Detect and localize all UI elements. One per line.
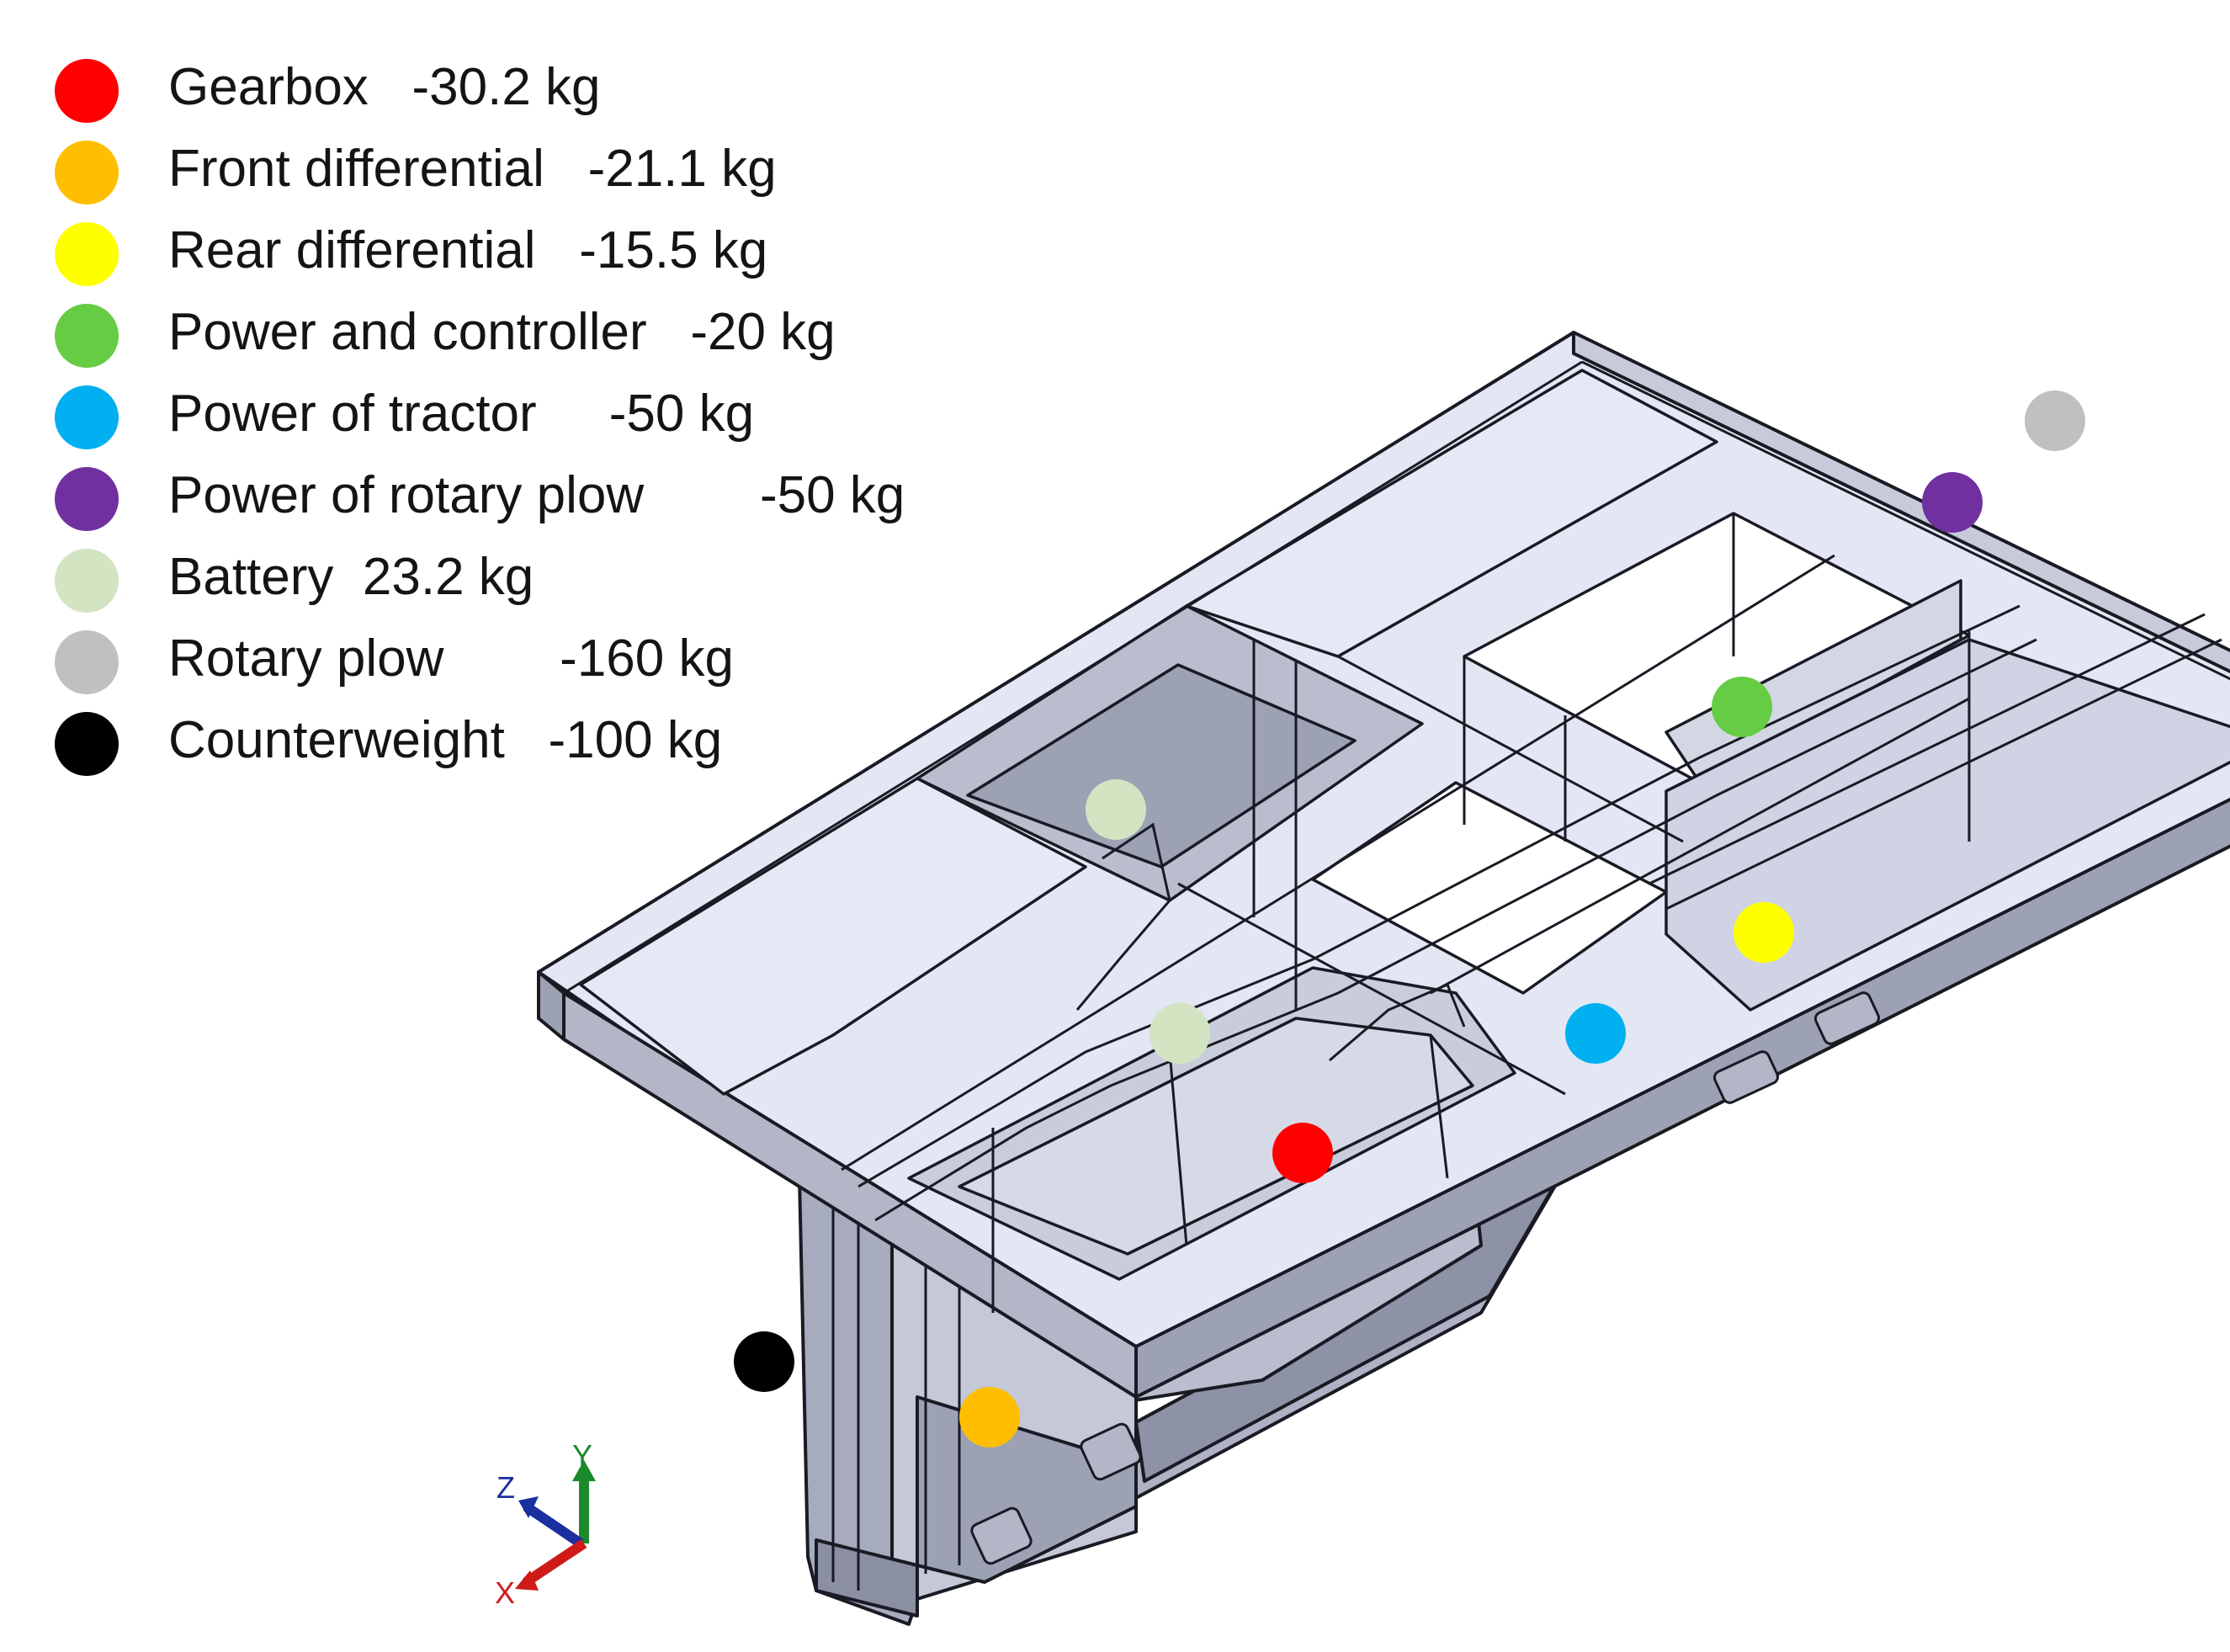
battery-bay-inner — [966, 663, 1357, 868]
rear-differential-marker — [1734, 902, 1794, 963]
bracket-1 — [970, 1506, 1033, 1565]
power-rotary-plow-marker — [1922, 472, 1983, 533]
legend-color-dot — [55, 304, 119, 368]
legend-label: Rotary plow — [168, 629, 444, 688]
legend-gap — [505, 711, 549, 769]
frame-back-face — [1572, 331, 2230, 674]
legend-item: Power of tractor -50 kg — [50, 377, 1060, 459]
z-axis-head — [518, 1496, 539, 1518]
legend-item: Power and controller -20 kg — [50, 295, 1060, 377]
legend-label: Front differential — [168, 140, 544, 198]
legend-label: Battery — [168, 548, 334, 606]
deck-panel-left — [579, 777, 1087, 1096]
legend-color-dot — [55, 712, 119, 776]
bracket-2 — [1080, 1422, 1142, 1481]
legend-mass: -21.1 kg — [587, 140, 777, 198]
legend-gap — [647, 303, 691, 361]
legend-gap — [544, 140, 588, 198]
longitudinal-rails — [857, 513, 2222, 1313]
legend-mass: 23.2 kg — [362, 548, 534, 606]
legend-mass: -100 kg — [548, 711, 723, 769]
legend-item: Rear differential -15.5 kg — [50, 214, 1060, 295]
rear-inner-box — [1665, 638, 2230, 1012]
legend-gap — [537, 385, 609, 443]
mass-markers — [734, 390, 2085, 1447]
legend-item: Counterweight -100 kg — [50, 704, 1060, 785]
y-axis-label: Y — [572, 1438, 592, 1473]
gearbox-marker — [1272, 1123, 1333, 1183]
legend-label: Power and controller — [168, 303, 647, 361]
legend-mass: -20 kg — [690, 303, 836, 361]
x-axis-label: X — [495, 1575, 515, 1610]
gearbox-cavity-floor — [958, 1017, 1474, 1256]
legend-color-dot — [55, 222, 119, 286]
frame-edges — [563, 360, 2230, 1171]
legend-mass: -15.5 kg — [579, 221, 768, 279]
legend-gap — [369, 58, 412, 116]
x-axis-head — [515, 1570, 539, 1591]
legend-item: Battery 23.2 kg — [50, 540, 1060, 622]
legend-mass: -160 kg — [560, 629, 734, 688]
legend-color-dot — [55, 141, 119, 205]
counterweight-marker — [734, 1331, 794, 1392]
bracket-3 — [1712, 1050, 1780, 1104]
battery-marker-1 — [1086, 779, 1146, 840]
legend-mass: -30.2 kg — [411, 58, 601, 116]
legend-gap — [333, 548, 362, 606]
hitch-brackets — [970, 991, 1881, 1565]
legend-color-dot — [55, 467, 119, 531]
legend-mass: -50 kg — [608, 385, 755, 443]
legend-item: Front differential -21.1 kg — [50, 132, 1060, 214]
legend-color-dot — [55, 630, 119, 694]
post-lines — [831, 1195, 961, 1591]
legend-label: Power of rotary plow — [168, 466, 645, 524]
battery-marker-2 — [1150, 1003, 1210, 1064]
legend-gap — [644, 466, 760, 524]
deck-panel-top — [1185, 369, 1718, 658]
z-axis-arrow — [523, 1502, 584, 1548]
legend-color-dot — [55, 549, 119, 613]
legend-gap — [536, 221, 580, 279]
x-axis-arrow — [523, 1539, 587, 1586]
left-post-base — [815, 1538, 919, 1617]
legend-gap — [443, 629, 560, 688]
y-axis-head — [572, 1460, 596, 1481]
legend-label: Power of tractor — [168, 385, 537, 443]
legend-label: Rear differential — [168, 221, 536, 279]
rotary-plow-marker — [2025, 390, 2085, 451]
front-differential-marker — [959, 1387, 1020, 1447]
legend-item: Gearbox -30.2 kg — [50, 50, 1060, 132]
legend-color-dot — [55, 385, 119, 449]
bracket-4 — [1813, 991, 1881, 1045]
legend-item: Power of rotary plow -50 kg — [50, 459, 1060, 540]
legend-label: Counterweight — [168, 711, 505, 769]
legend-label: Gearbox — [168, 58, 369, 116]
frame-front-right-face — [1134, 797, 2230, 1399]
z-axis-label: Z — [496, 1470, 515, 1505]
legend-color-dot — [55, 59, 119, 123]
power-controller-marker — [1712, 677, 1772, 737]
legend-item: Rotary plow -160 kg — [50, 622, 1060, 704]
axis-triad: Y Z X — [495, 1438, 596, 1610]
power-tractor-marker — [1565, 1003, 1626, 1064]
legend-mass: -50 kg — [759, 466, 905, 524]
